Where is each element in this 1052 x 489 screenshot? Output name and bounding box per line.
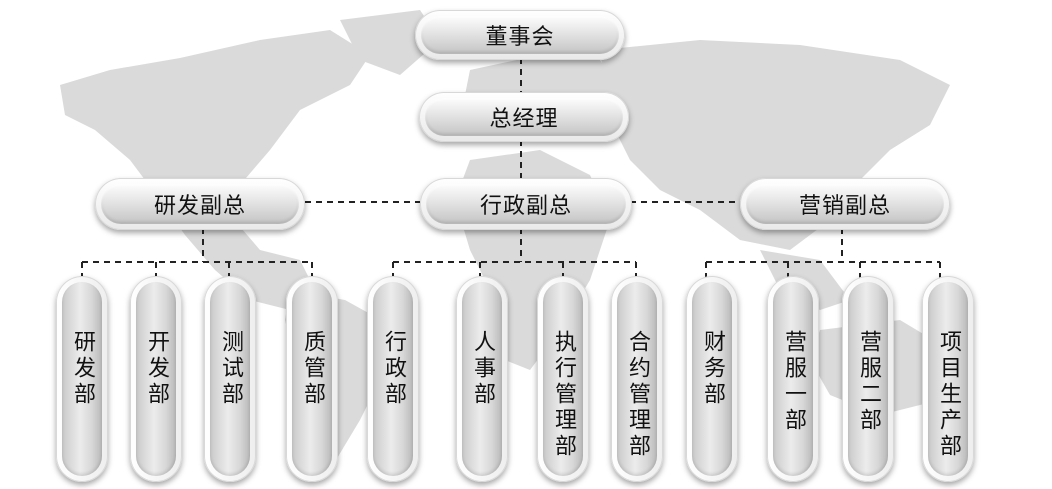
dept-project-production: 项目生产部 <box>922 276 974 482</box>
dept-sales-service-2-label: 营服二部 <box>856 330 881 434</box>
dept-testing-label: 测试部 <box>218 330 243 408</box>
general-manager-label: 总经理 <box>489 107 559 132</box>
dept-contract-management-label: 合约管理部 <box>625 330 650 460</box>
dept-hr-label: 人事部 <box>470 330 495 408</box>
map-greenland <box>340 10 440 75</box>
dept-hr: 人事部 <box>456 276 508 482</box>
general-manager-node: 总经理 <box>419 92 629 142</box>
dept-rd-label: 研发部 <box>70 330 95 408</box>
dept-admin-label: 行政部 <box>381 330 406 408</box>
dept-development: 开发部 <box>130 276 182 482</box>
sales-vp-node: 营销副总 <box>740 178 950 230</box>
dept-sales-service-1-label: 营服一部 <box>781 330 806 434</box>
board-label: 董事会 <box>485 25 555 50</box>
dept-sales-service-1: 营服一部 <box>767 276 819 482</box>
admin-vp-node: 行政副总 <box>420 178 632 230</box>
map-asia <box>600 40 950 250</box>
dept-sales-service-2: 营服二部 <box>842 276 894 482</box>
admin-vp-label: 行政副总 <box>479 194 572 219</box>
dept-quality: 质管部 <box>286 276 338 482</box>
rd-vp-node: 研发副总 <box>95 178 305 230</box>
dept-execution-management-label: 执行管理部 <box>551 330 576 460</box>
map-north-america <box>60 30 370 310</box>
sales-vp-label: 营销副总 <box>798 194 891 219</box>
dept-rd: 研发部 <box>56 276 108 482</box>
rd-vp-label: 研发副总 <box>153 194 246 219</box>
dept-development-label: 开发部 <box>144 330 169 408</box>
dept-project-production-label: 项目生产部 <box>936 330 961 460</box>
dept-contract-management: 合约管理部 <box>611 276 663 482</box>
dept-finance: 财务部 <box>686 276 738 482</box>
board-node: 董事会 <box>415 10 625 60</box>
dept-execution-management: 执行管理部 <box>537 276 589 482</box>
dept-finance-label: 财务部 <box>700 330 725 408</box>
dept-testing: 测试部 <box>204 276 256 482</box>
dept-quality-label: 质管部 <box>300 330 325 408</box>
dept-admin: 行政部 <box>367 276 419 482</box>
